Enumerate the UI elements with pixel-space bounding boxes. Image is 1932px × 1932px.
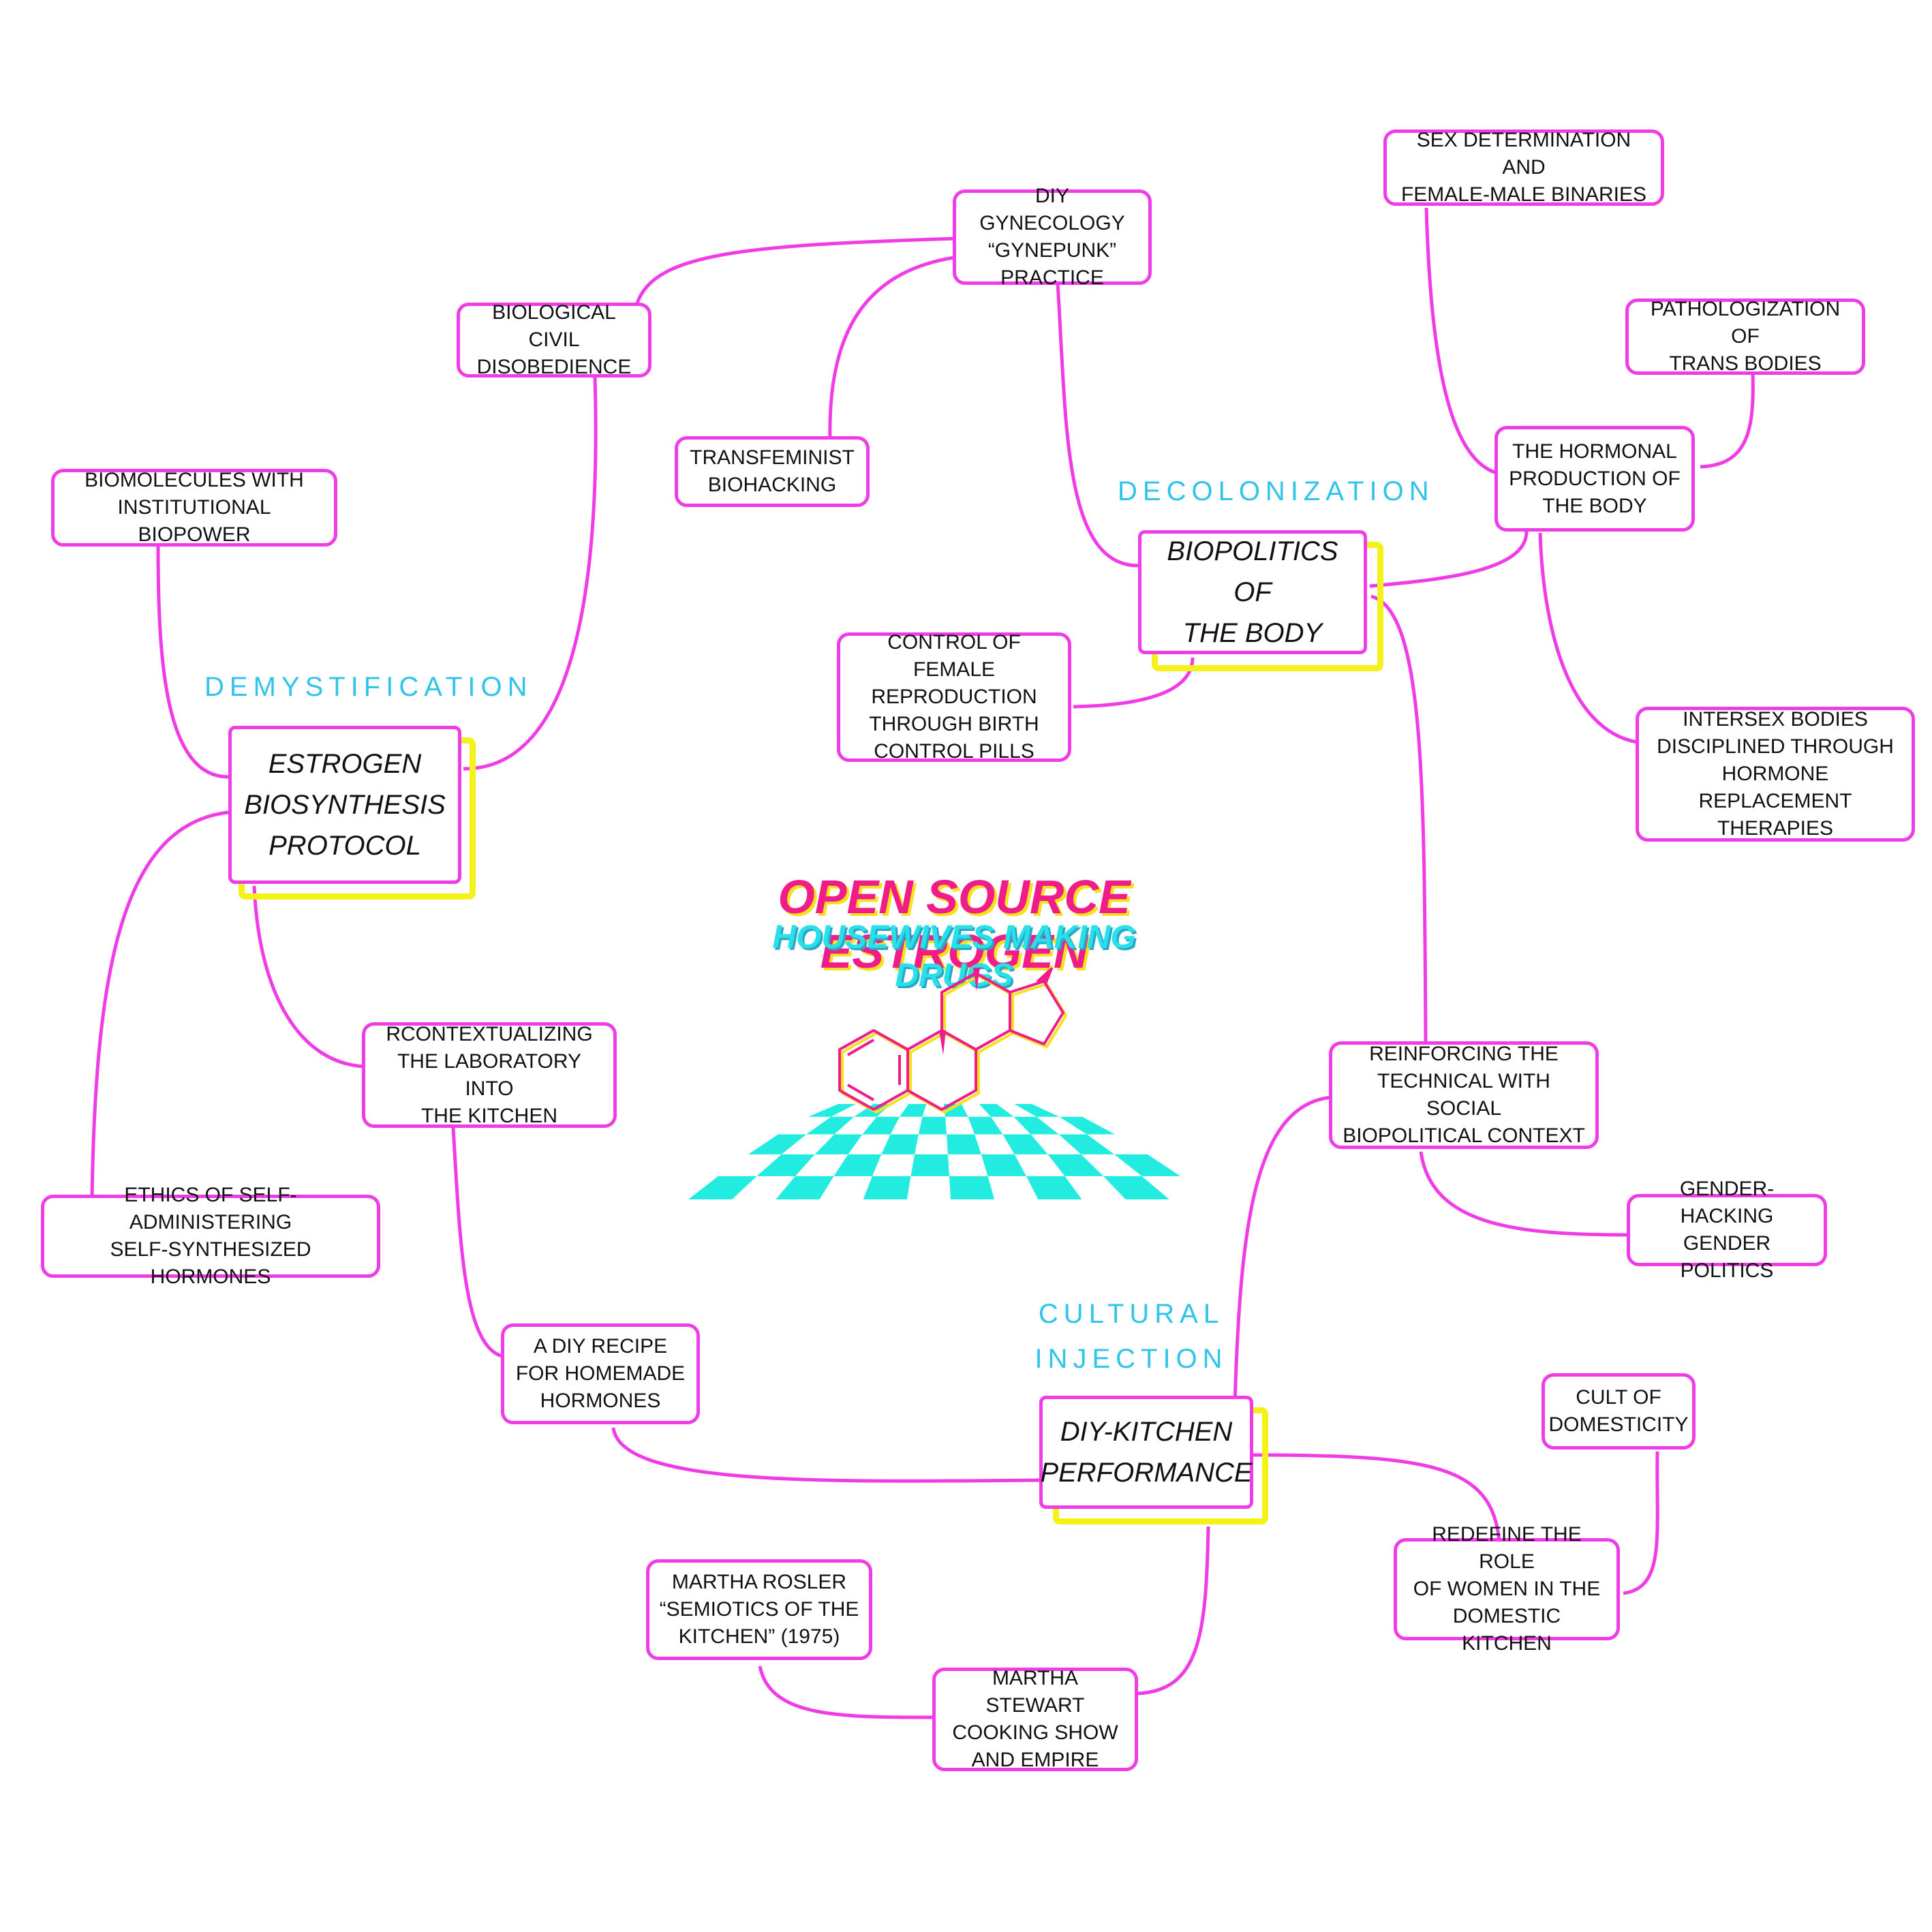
- link-cult-redefine: [1623, 1451, 1659, 1595]
- checker-tile: [1047, 1154, 1103, 1176]
- checker-tile: [1014, 1104, 1060, 1117]
- link-biomolecules-estrogen: [156, 545, 229, 779]
- checkerboard-floor: [688, 1104, 1180, 1199]
- link-gynecology-biopolitics: [1056, 282, 1139, 568]
- ring-c: [940, 972, 1011, 1051]
- diagram-subtitle: HOUSEWIVES MAKING DRUGS: [772, 919, 1136, 994]
- link-civil-estrogen: [463, 376, 598, 771]
- checker-tile: [814, 1134, 863, 1154]
- hub-diy-kitchen-performance[interactable]: DIY-KITCHEN PERFORMANCE: [1039, 1396, 1253, 1509]
- checker-tile: [863, 1176, 911, 1199]
- link-diykitchen-redefine: [1252, 1453, 1501, 1542]
- checker-tile: [918, 1116, 947, 1135]
- checker-tile: [1103, 1176, 1169, 1199]
- checker-tile: [1013, 1116, 1059, 1135]
- checker-tile: [979, 1104, 1014, 1117]
- node-sex-determination[interactable]: SEX DETERMINATION AND FEMALE-MALE BINARI…: [1383, 129, 1664, 206]
- link-sex-hormonal: [1424, 207, 1500, 476]
- link-reinforcing-gender: [1419, 1151, 1629, 1237]
- link-reinforcing-diykitchen: [1233, 1095, 1333, 1405]
- checker-tile: [833, 1154, 882, 1176]
- link-gynecology-transfeminist: [828, 256, 955, 440]
- checker-tile: [862, 1116, 900, 1135]
- node-cult-of-domesticity[interactable]: CULT OF DOMESTICITY: [1542, 1373, 1696, 1450]
- checker-tile: [1059, 1116, 1115, 1135]
- checker-tile: [748, 1134, 807, 1154]
- checker-tile: [806, 1116, 854, 1135]
- checker-tile: [910, 1154, 949, 1176]
- link-biopolitics-reinforcing: [1370, 594, 1428, 1045]
- checker-tile: [776, 1176, 834, 1199]
- link-hormonal-intersex: [1538, 532, 1643, 745]
- node-hormonal-production[interactable]: THE HORMONAL PRODUCTION OF THE BODY: [1494, 426, 1695, 532]
- section-label-cultural-injection: CULTURAL INJECTION: [1034, 1299, 1228, 1374]
- node-redefine-role-women[interactable]: REDEFINE THE ROLE OF WOMEN IN THE DOMEST…: [1394, 1523, 1620, 1655]
- checker-tile: [968, 1116, 1003, 1135]
- checker-tile: [944, 1104, 968, 1117]
- link-biopolitics-hormonal: [1369, 531, 1529, 588]
- link-estrogen-ethics: [90, 810, 229, 1200]
- node-diy-gynecology[interactable]: DIY GYNECOLOGY “GYNEPUNK” PRACTICE: [953, 185, 1152, 289]
- checker-tile: [1026, 1176, 1082, 1199]
- node-biomolecules-biopower[interactable]: BIOMOLECULES WITH INSTITUTIONAL BIOPOWER: [51, 469, 337, 547]
- checker-tile: [1002, 1134, 1048, 1154]
- node-control-female-reproduction[interactable]: CONTROL OF FEMALE REPRODUCTION THROUGH B…: [837, 631, 1071, 763]
- node-martha-rosler[interactable]: MARTHA ROSLER “SEMIOTICS OF THE KITCHEN”…: [646, 1559, 872, 1660]
- checker-tile: [808, 1104, 856, 1117]
- link-rosler-stewart: [758, 1666, 936, 1719]
- checker-tile: [981, 1154, 1026, 1176]
- aromatic-ring: [838, 1029, 909, 1111]
- node-pathologization-trans[interactable]: PATHOLOGIZATION OF TRANS BODIES: [1625, 298, 1865, 375]
- link-recipe-diykitchen: [611, 1427, 1043, 1483]
- link-diykitchen-stewart: [1137, 1526, 1210, 1696]
- checker-tile: [881, 1134, 919, 1154]
- steroid-molecule-icon: [838, 968, 1067, 1114]
- checker-tile: [1058, 1134, 1115, 1154]
- checker-tile: [688, 1176, 757, 1199]
- checker-tile: [949, 1176, 995, 1199]
- node-transfeminist-biohacking[interactable]: TRANSFEMINIST BIOHACKING: [675, 436, 870, 507]
- node-intersex-bodies[interactable]: INTERSEX BODIES DISCIPLINED THROUGH HORM…: [1636, 707, 1915, 842]
- node-biological-civil-disobedience[interactable]: BIOLOGICAL CIVIL DISOBEDIENCE: [457, 301, 651, 378]
- link-rcontextualizing-recipe: [451, 1127, 503, 1358]
- ring-b: [907, 1029, 977, 1111]
- ring-d: [1009, 980, 1064, 1045]
- checker-tile: [1114, 1154, 1180, 1176]
- link-gynecology-civil: [635, 236, 955, 304]
- link-estrogen-rcontextualizing: [252, 885, 365, 1069]
- checker-tile: [900, 1104, 927, 1117]
- hub-biopolitics-of-the-body[interactable]: BIOPOLITICS OF THE BODY: [1138, 530, 1367, 654]
- node-martha-stewart[interactable]: MARTHA STEWART COOKING SHOW AND EMPIRE: [932, 1667, 1138, 1771]
- estrogen-molecule-illustration: [688, 968, 1180, 1199]
- checker-tile: [756, 1154, 815, 1176]
- node-reinforcing-technical[interactable]: REINFORCING THE TECHNICAL WITH SOCIAL BI…: [1329, 1041, 1599, 1149]
- node-gender-hacking[interactable]: GENDER-HACKING GENDER POLITICS: [1627, 1178, 1827, 1282]
- node-ethics-self-administering[interactable]: ETHICS OF SELF-ADMINISTERING SELF-SYNTHE…: [41, 1184, 380, 1288]
- diagram-title: OPEN SOURCE ESTROGEN: [778, 870, 1131, 978]
- checker-tile: [947, 1134, 981, 1154]
- node-rcontextualizing-laboratory[interactable]: RCONTEXTUALIZING THE LABORATORY INTO THE…: [362, 1022, 617, 1128]
- hub-estrogen-biosynthesis[interactable]: ESTROGEN BIOSYNTHESIS PROTOCOL: [228, 726, 461, 884]
- link-pathologization-hormonal: [1700, 373, 1755, 469]
- section-label-demystification: DEMYSTIFICATION: [204, 672, 533, 702]
- section-label-decolonization: DECOLONIZATION: [1118, 476, 1435, 506]
- node-diy-recipe[interactable]: A DIY RECIPE FOR HOMEMADE HORMONES: [501, 1323, 700, 1424]
